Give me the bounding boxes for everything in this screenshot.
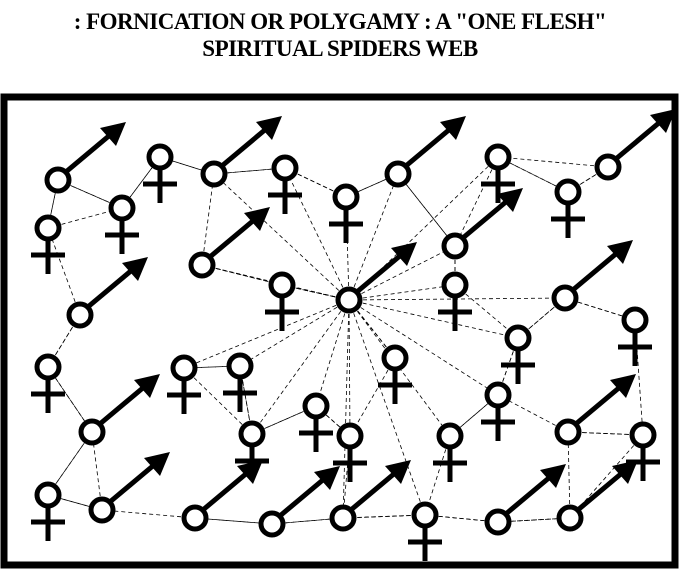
web-link xyxy=(348,284,456,301)
web-link xyxy=(567,431,644,436)
male-symbol-icon xyxy=(384,116,466,188)
male-symbol-icon xyxy=(441,188,523,260)
male-symbol-icon xyxy=(88,452,170,524)
female-symbol-icon xyxy=(268,154,302,214)
web-link xyxy=(349,357,396,437)
web-link xyxy=(348,299,426,516)
female-symbol-icon xyxy=(143,143,177,203)
female-symbol-icon xyxy=(105,194,139,254)
web-link xyxy=(201,173,215,266)
diagram-title-line1: : FORNICATION OR POLYGAMY : A "ONE FLESH… xyxy=(73,9,607,34)
web-link xyxy=(564,297,636,321)
web-link xyxy=(239,299,350,367)
female-symbol-icon xyxy=(167,354,201,414)
female-symbol-icon xyxy=(433,422,467,482)
male-symbol-icon xyxy=(335,242,417,314)
diagram-title-line2: SPIRITUAL SPIDERS WEB xyxy=(202,36,478,61)
web-link xyxy=(183,299,350,369)
female-symbol-icon xyxy=(31,353,65,413)
web-link xyxy=(101,509,196,519)
web-link xyxy=(497,156,609,168)
web-link xyxy=(348,299,396,359)
male-symbol-icon xyxy=(181,460,263,532)
male-symbol-icon xyxy=(594,109,676,181)
web-link xyxy=(634,319,644,436)
male-symbol-icon xyxy=(66,257,148,329)
web-link xyxy=(397,173,456,247)
male-symbol-icon xyxy=(551,240,633,312)
female-symbol-icon xyxy=(223,352,257,412)
female-symbol-icon xyxy=(265,271,299,331)
female-symbol-icon xyxy=(481,381,515,441)
female-symbol-icon xyxy=(333,422,367,482)
web-link xyxy=(348,245,456,301)
web-link xyxy=(497,517,571,523)
web-link xyxy=(348,173,399,301)
female-symbol-icon xyxy=(31,481,65,541)
web-link xyxy=(47,227,81,316)
web-link xyxy=(183,367,253,435)
male-symbol-icon xyxy=(188,207,270,279)
male-symbol-icon xyxy=(200,116,282,188)
male-symbol-icon xyxy=(78,374,160,446)
male-symbol-icon xyxy=(258,466,340,538)
female-symbol-icon xyxy=(299,392,333,452)
male-symbol-icon xyxy=(556,460,638,532)
web-link xyxy=(348,299,351,437)
female-symbol-icon xyxy=(618,306,652,366)
female-symbol-icon xyxy=(378,344,412,404)
web-link xyxy=(424,514,499,523)
male-symbol-icon xyxy=(484,464,566,536)
web-nodes xyxy=(31,109,676,561)
web-link xyxy=(315,299,350,407)
female-symbol-icon xyxy=(235,420,269,480)
web-link xyxy=(567,431,571,519)
web-link xyxy=(213,173,350,301)
female-symbol-icon xyxy=(501,324,535,384)
female-symbol-icon xyxy=(329,183,363,243)
web-link xyxy=(342,299,350,519)
web-link xyxy=(348,299,519,339)
female-symbol-icon xyxy=(408,501,442,561)
diagram-frame xyxy=(0,93,679,569)
female-symbol-icon xyxy=(481,143,515,203)
male-symbol-icon xyxy=(554,374,636,446)
male-symbol-icon xyxy=(329,460,411,532)
web-link xyxy=(284,167,350,301)
web-link xyxy=(454,156,499,247)
female-symbol-icon xyxy=(31,214,65,274)
female-symbol-icon xyxy=(626,421,660,481)
web-link xyxy=(348,299,499,396)
female-symbol-icon xyxy=(438,271,472,331)
female-symbol-icon xyxy=(551,178,585,238)
male-symbol-icon xyxy=(44,122,126,194)
